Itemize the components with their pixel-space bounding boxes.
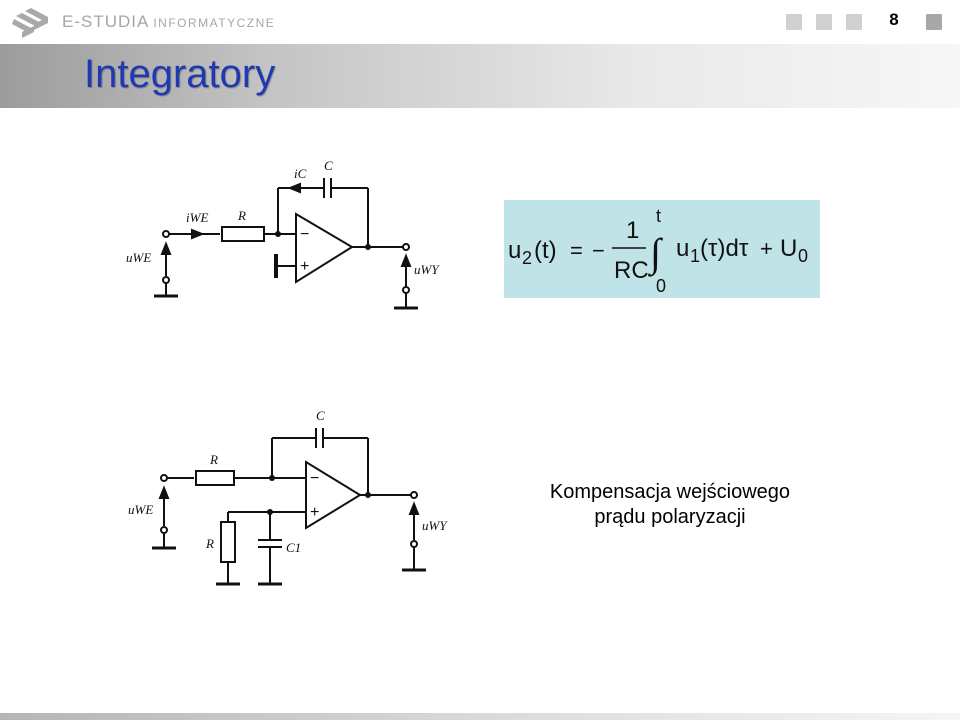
caption-line-2: prądu polaryzacji (594, 506, 746, 528)
label-iwe: iWE (186, 210, 208, 225)
formula-numerator: 1 (626, 217, 639, 244)
integrator-circuit-diagram: iC C iWE R uWE uWY − + (126, 158, 440, 310)
compensated-integrator-circuit-diagram: C R R C1 uWE uWY − + (128, 408, 448, 586)
formula-integrand-arg: (τ)dτ (700, 235, 749, 262)
label-uwy: uWY (414, 262, 440, 277)
title-bar: Integratory (0, 44, 960, 108)
formula-lhs-sub: 2 (522, 248, 532, 268)
nav-prev-button[interactable] (816, 14, 832, 30)
nav-first-button[interactable] (786, 14, 802, 30)
formula-const-sub: 0 (798, 246, 808, 266)
formula-lhs-arg: (t) (534, 237, 557, 264)
formula-integrand-sub: 1 (690, 246, 700, 266)
brand-sub: INFORMATYCZNE (153, 16, 276, 30)
label-uwy: uWY (422, 518, 448, 533)
formula-integrand-u: u (676, 235, 689, 262)
label-r: R (209, 452, 218, 467)
brand-main: E-STUDIA (62, 12, 150, 31)
label-ic: iC (294, 166, 307, 181)
formula-upper-limit: t (656, 206, 661, 226)
label-r: R (237, 208, 246, 223)
page-number: 8 (889, 10, 899, 29)
formula-integral: ∫ (647, 230, 664, 277)
formula-plus: + (760, 236, 773, 261)
label-minus: − (310, 470, 319, 487)
formula-lower-limit: 0 (656, 276, 666, 296)
formula-graphic: u 2 (t) = − 1 RC t 0 ∫ u 1 (τ)dτ + U 0 (508, 206, 808, 296)
integrator-formula: u 2 (t) = − 1 RC t 0 ∫ u 1 (τ)dτ + U 0 (504, 200, 820, 298)
formula-lhs-u: u (508, 237, 521, 264)
nav-last-button[interactable] (926, 14, 942, 30)
label-uwe: uWE (126, 250, 151, 265)
formula-const-u: U (780, 235, 797, 262)
nav-next-button[interactable] (846, 14, 862, 30)
label-plus: + (300, 258, 309, 275)
slide-title: Integratory (84, 52, 276, 96)
formula-equals: = (570, 238, 583, 263)
label-uwe: uWE (128, 502, 153, 517)
compensation-caption: Kompensacja wejściowego prądu polaryzacj… (500, 480, 840, 530)
label-minus: − (300, 226, 309, 243)
label-plus: + (310, 504, 319, 521)
estudia-logo-icon (12, 8, 48, 38)
formula-minus: − (592, 238, 605, 263)
footer-bar (0, 713, 960, 720)
label-c1: C1 (286, 540, 301, 555)
caption-line-1: Kompensacja wejściowego (549, 481, 791, 503)
label-r2: R (205, 536, 214, 551)
label-c: C (316, 408, 325, 423)
label-c: C (324, 158, 333, 173)
formula-denominator: RC (614, 257, 649, 284)
